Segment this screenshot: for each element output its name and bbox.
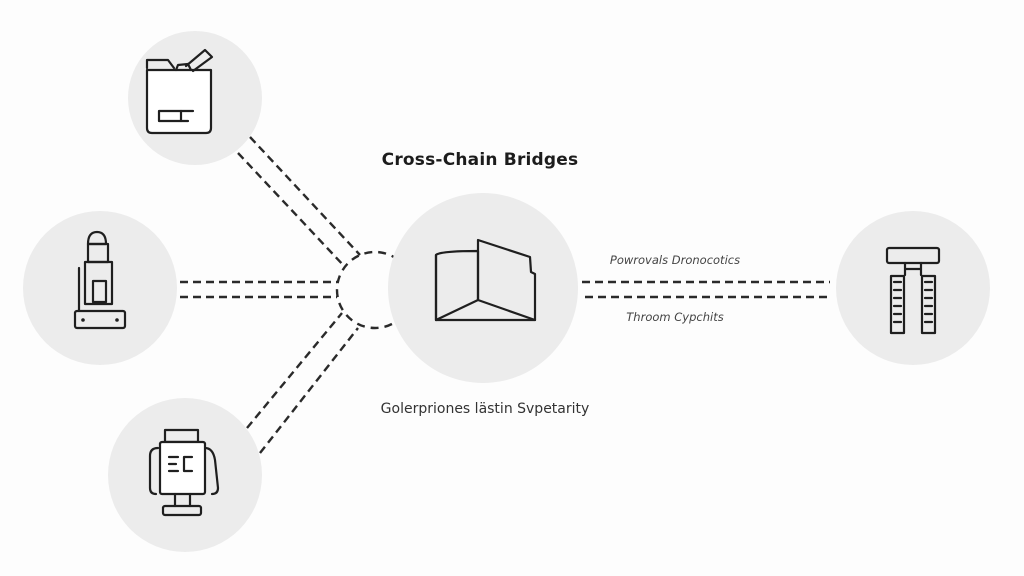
node-right-circle[interactable]	[836, 211, 990, 365]
connector-bottom-left-b	[259, 327, 359, 454]
node-center-circle[interactable]	[388, 193, 578, 383]
center-node-caption: Golerpriones lästin Svpetarity	[380, 401, 590, 417]
connector-bottom-left-a	[246, 312, 343, 429]
open-book-icon	[434, 238, 537, 322]
tower-icon	[73, 230, 127, 330]
diagram-title: Cross-Chain Bridges	[381, 150, 579, 170]
connectors	[180, 136, 832, 454]
bridge-pillars-icon	[885, 246, 941, 335]
connector-top-left-b	[237, 152, 346, 268]
node-middle-left-circle[interactable]	[23, 211, 177, 365]
terminal-icon	[148, 428, 220, 517]
connector-label-lower: Throom Cypchits	[626, 310, 724, 324]
connector-label-upper: Powrovals Dronocotics	[609, 253, 741, 267]
connector-top-left-a	[249, 136, 361, 256]
wallet-icon	[145, 48, 214, 135]
